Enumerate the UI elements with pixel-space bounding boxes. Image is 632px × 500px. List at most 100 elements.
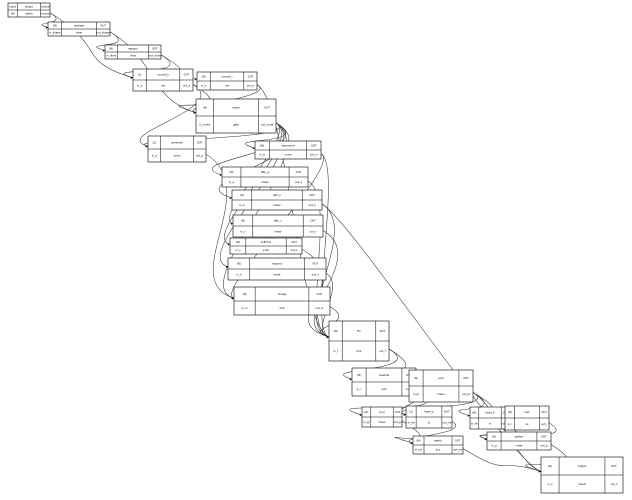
node-cell-label: out_v [310,230,318,234]
node-cell-label: OUT [184,73,190,77]
edge-arrowhead [193,111,196,114]
edge-connector [144,122,280,147]
node-cell-label: reshape [74,24,85,28]
node-cell-label: concat_c [221,75,233,79]
node-cell-label: out_g [540,444,548,448]
node-cell-label: linear [274,230,282,234]
node-cell-label: gate [233,123,239,127]
node-cell-label: out_f [379,349,386,353]
node-cell-label: in_g [491,444,497,448]
node-cell-label: (N) [508,410,512,414]
edge-connector [320,153,330,338]
node-cell-label: in_f [333,349,338,353]
node-cell-label: OUT [455,439,461,443]
node-residual[interactable]: (N)residualOUTin_raddout_r [351,367,417,397]
node-cell-label: view [76,31,83,35]
edge-connector [462,448,542,472]
edge-connector [96,31,119,51]
node-cell-label: in_d [236,273,242,277]
node-cell-label: output [41,5,50,9]
node-cell-label: batch [25,12,33,16]
node-cell-label: OUT [444,410,450,414]
edge-arrowhead [130,76,133,79]
node-cell-label: in_a [137,84,143,88]
node-cell-label: (N) [11,12,15,16]
node-cell-label: fc [489,422,492,426]
node-cell-label: cat [161,84,165,88]
edge-arrowhead [231,297,234,300]
node-cell-label: attn_q [261,170,270,174]
node-cell-label: out_o [610,482,618,486]
node-cell-label: (N) [472,411,476,415]
node-cell-label: out_b [247,84,255,88]
node-cell-label: in_v [240,230,246,234]
node-cell-label: (N) [53,24,57,28]
node-cell-label: (N) [414,376,418,380]
node-cell-label: ffn [357,329,361,333]
node-cell-label: OUT [317,292,323,296]
node-cell-label: (N) [548,464,552,468]
node-cell-label: (N) [334,329,338,333]
node-cell-label: (N) [240,193,244,197]
node-cell-label: acc [436,449,441,452]
node-cell-label: in_mt [415,448,422,452]
node-cell-label: in_dims [106,54,117,58]
edge-arrowhead [229,197,232,199]
node-cell-label: input [9,5,16,9]
node-cell-label: OUT [264,106,270,110]
node-cell-label: linear [378,420,386,424]
node-cell-label: OUT [296,170,302,174]
node-cell-label: out_pl [462,392,470,396]
node-cell-label: OUT [395,410,401,414]
node-cell-label: OUT [541,410,547,414]
edge-arrowhead [45,26,48,29]
node-cell-label: out_shape [96,31,110,35]
node-cell-label: in_q [229,180,235,184]
edge-arrowhead [410,442,413,445]
node-cell-label: (N) [203,106,207,110]
node-cell-label: dropout [272,262,282,266]
node-cell-label: out_mt [453,448,462,452]
node-cell-label: in_s [235,248,241,252]
node-cell-label: prob [263,248,269,252]
node-cell-label: in_p [152,154,158,158]
node-cell-label: OUT [463,376,469,380]
node-cell-label: OUT [380,329,386,333]
node-cell-label: attn_v [274,219,283,223]
edge-arrowhead [225,265,228,268]
node-cell-label: OUT [311,144,317,148]
node-cell-label: in_l [508,422,513,426]
node-cell-label: out_d [312,273,320,277]
edge-connector [205,153,235,299]
node-cell-label: OUT [248,75,254,79]
node-cell-label: perm [174,155,181,158]
edge-connector [321,203,542,472]
node-cell-label: expand [128,47,138,51]
node-cell-label: OUT [197,141,203,145]
node-cell-label: linear [261,180,269,184]
edge-arrowhead [145,145,148,148]
